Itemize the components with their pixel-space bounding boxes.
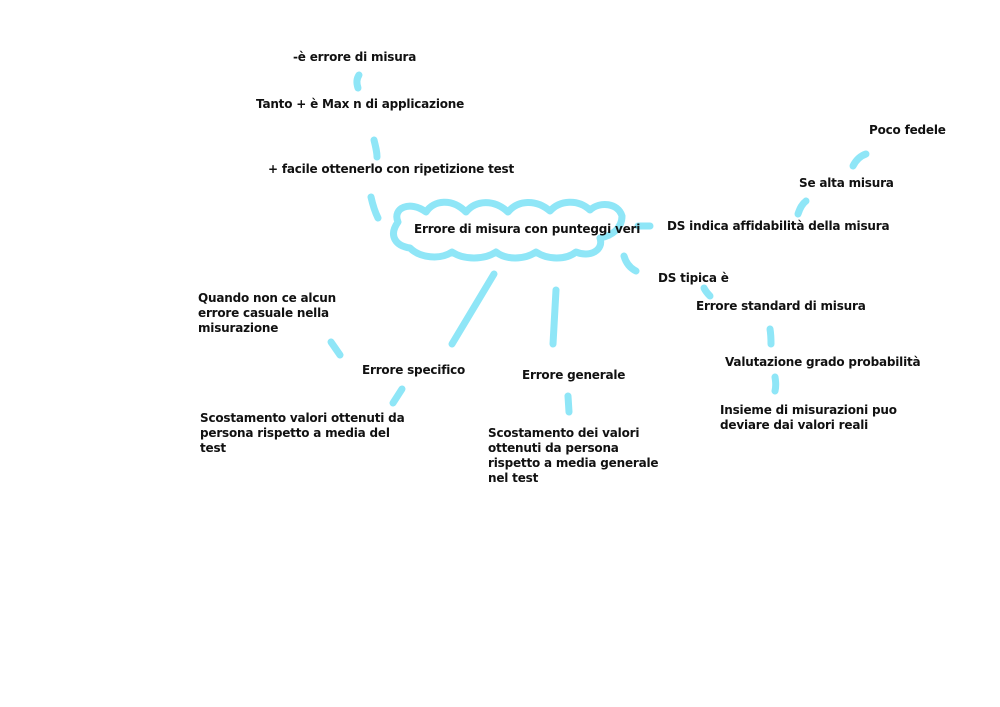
connector-left-middle xyxy=(370,136,381,161)
connector-left-top xyxy=(353,71,363,92)
connector-center-to-general xyxy=(549,286,560,348)
connector-center-to-tipica xyxy=(620,252,640,275)
central-topic: Errore di misura con punteggi veri xyxy=(414,222,641,236)
node-se-alta-misura: Se alta misura xyxy=(799,176,894,190)
connector-alta-to-fedele xyxy=(849,150,870,170)
node-ds-tipica: DS tipica è xyxy=(658,271,729,285)
connector-general-definition xyxy=(564,392,573,416)
connector-center-to-specific xyxy=(448,270,498,348)
node-poco-fedele: Poco fedele xyxy=(869,123,946,137)
node-errore-standard: Errore standard di misura xyxy=(696,299,866,313)
connector-specific-definition xyxy=(389,385,406,407)
node-valutazione-probabilita: Valutazione grado probabilità xyxy=(725,355,921,369)
node-errore-di-misura: -è errore di misura xyxy=(293,50,417,64)
connector-specific-condition xyxy=(327,338,344,359)
connector-valutazione-to-insieme xyxy=(771,373,780,395)
node-errore-generale: Errore generale xyxy=(522,368,626,382)
node-ripetizione-test: + facile ottenerlo con ripetizione test xyxy=(268,162,515,176)
node-general-definition: Scostamento dei valori ottenuti da perso… xyxy=(488,426,659,485)
connector-left-bottom xyxy=(367,193,382,222)
connector-ds-to-alta xyxy=(794,197,810,218)
node-ds-affidabilita: DS indica affidabilità della misura xyxy=(667,219,890,233)
node-insieme-misurazioni: Insieme di misurazioni puo deviare dai v… xyxy=(720,403,897,432)
node-errore-specifico: Errore specifico xyxy=(362,363,466,377)
central-cloud-outline xyxy=(390,198,626,262)
connector-standard-to-valutazione xyxy=(766,325,775,348)
node-max-applicazione: Tanto + è Max n di applicazione xyxy=(256,97,465,111)
node-specific-definition: Scostamento valori ottenuti da persona r… xyxy=(200,411,405,455)
node-specific-condition: Quando non ce alcun errore casuale nella… xyxy=(198,291,336,335)
connector-tipica-to-standard xyxy=(700,284,714,300)
